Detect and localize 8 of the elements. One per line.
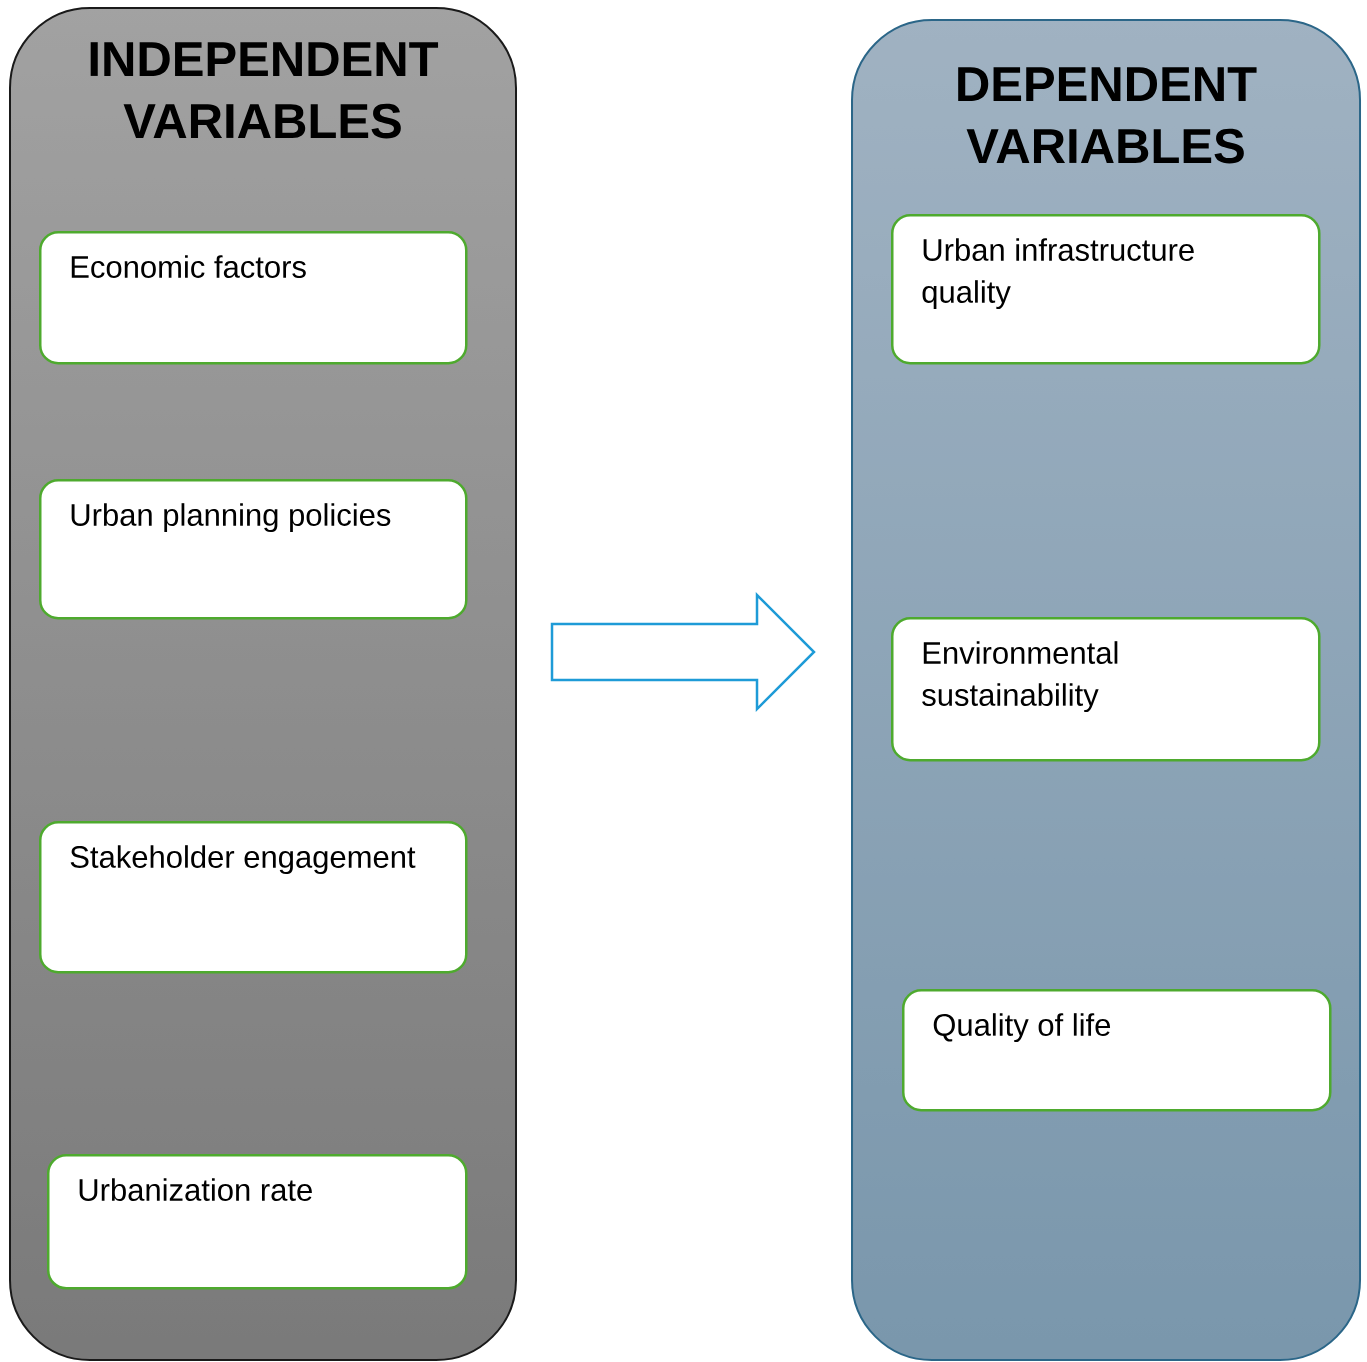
variable-box: Urbanization rate bbox=[47, 1154, 468, 1290]
variable-box: Stakeholder engagement bbox=[39, 821, 468, 974]
variable-box: Urban infrastructure quality bbox=[891, 214, 1321, 365]
variable-box: Environmental sustainability bbox=[891, 617, 1321, 762]
variable-box: Quality of life bbox=[902, 989, 1332, 1112]
variable-box: Urban planning policies bbox=[39, 479, 468, 620]
variable-box: Economic factors bbox=[39, 231, 468, 365]
block-arrow bbox=[550, 592, 816, 713]
